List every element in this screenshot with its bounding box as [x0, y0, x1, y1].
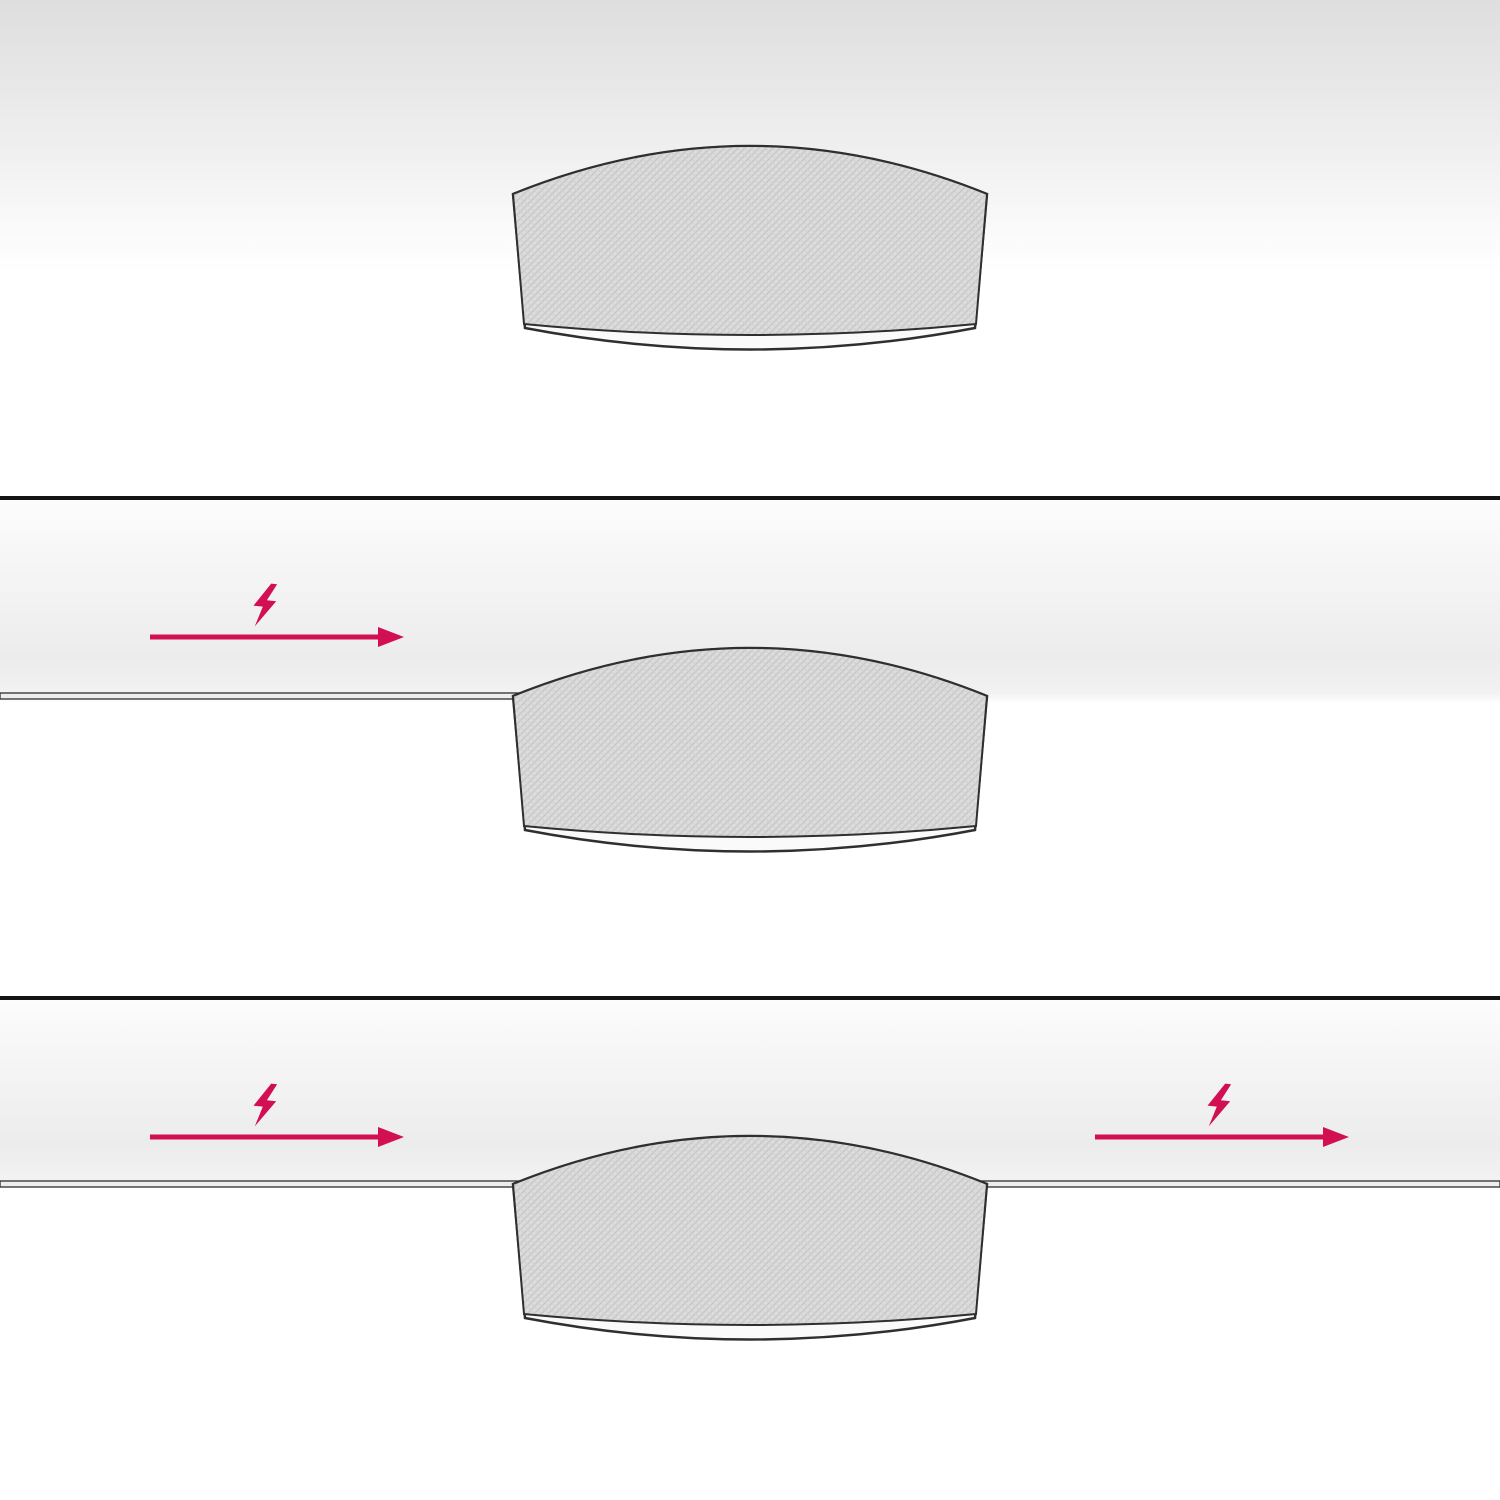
power-arrow-icon: [1095, 1127, 1349, 1147]
drum-lampshade: [511, 1134, 989, 1341]
panel-power-feed-from-left: [0, 500, 1500, 996]
panel-power-pass-through: [0, 1000, 1500, 1500]
lightning-bolt-icon: [251, 1082, 278, 1129]
panel-3-drawing: [0, 1082, 1500, 1341]
power-arrow-icon: [150, 1127, 404, 1147]
panel-divider: [0, 496, 1500, 500]
lightning-bolt-icon: [251, 582, 278, 629]
drum-lampshade: [511, 144, 989, 351]
panel-flush-ceiling-lamp: [0, 0, 1500, 496]
drum-lampshade: [511, 646, 989, 853]
lightning-bolt-icon: [1205, 1082, 1232, 1129]
panel-divider: [0, 996, 1500, 1000]
panel-2-drawing: [0, 582, 989, 853]
panel-1-drawing: [511, 144, 989, 351]
power-arrow-icon: [150, 627, 404, 647]
